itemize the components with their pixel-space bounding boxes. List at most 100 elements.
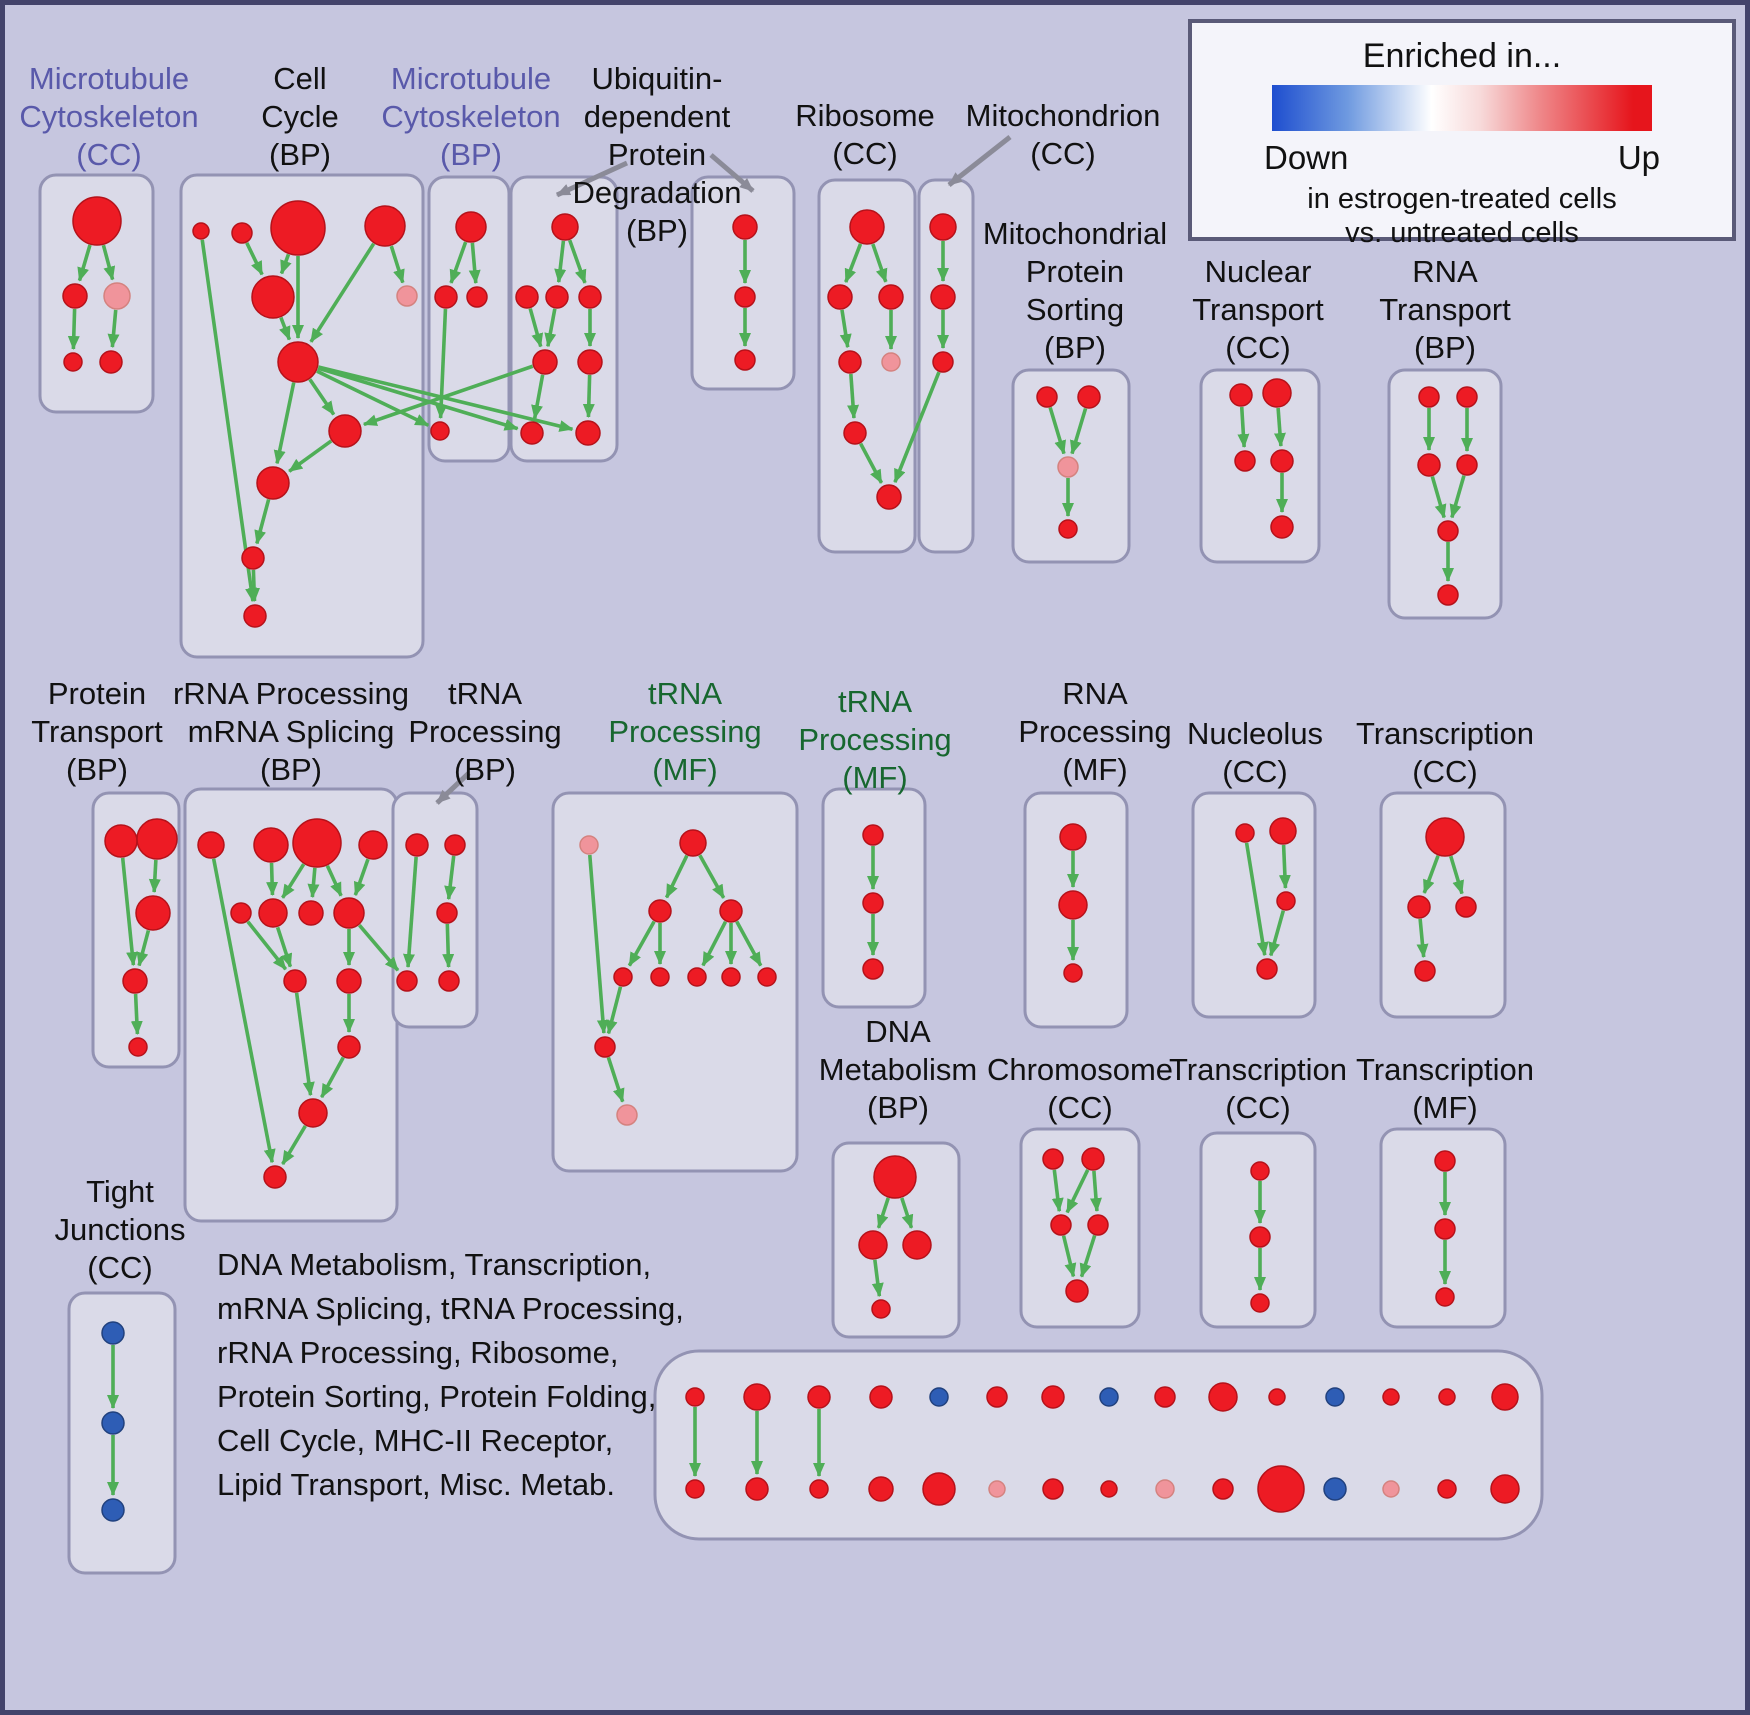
- go-node-tj1: [101, 1321, 125, 1345]
- edge-arrow: [1449, 855, 1464, 895]
- edge-arrow: [449, 241, 468, 284]
- edge-arrow: [101, 244, 116, 281]
- go-node-dm1: [873, 1155, 917, 1199]
- go-node-nt5: [1270, 515, 1294, 539]
- go-node-rp3: [1063, 963, 1083, 983]
- go-node-rt5: [1437, 520, 1459, 542]
- go-node-tb1: [405, 833, 429, 857]
- go-node-b15t: [1491, 1383, 1519, 1411]
- group-box-microtubule-cc: [38, 173, 155, 414]
- go-node-cc4: [364, 205, 406, 247]
- legend-subtitle-line2: vs. untreated cells: [1345, 217, 1579, 249]
- go-node-rr11: [337, 1035, 361, 1059]
- go-node-t32: [1249, 1226, 1271, 1248]
- go-node-ch1: [1042, 1148, 1064, 1170]
- go-node-b8t: [1099, 1387, 1119, 1407]
- edge-arrow: [876, 1197, 890, 1229]
- legend-end-labels: Down Up: [1264, 139, 1660, 177]
- go-node-t42: [1434, 1218, 1456, 1240]
- go-node-b4b: [868, 1476, 894, 1502]
- go-node-b14b: [1437, 1479, 1457, 1499]
- go-node-tc2: [1407, 895, 1431, 919]
- edge-arrow: [1268, 910, 1286, 957]
- go-node-ub3: [545, 285, 569, 309]
- go-node-b1t: [685, 1387, 705, 1407]
- go-node-b7b: [1042, 1478, 1064, 1500]
- go-node-rt2: [1456, 386, 1478, 408]
- edge-arrow: [627, 920, 656, 967]
- edge-arrow: [211, 858, 276, 1164]
- go-node-nt1: [1229, 383, 1253, 407]
- go-node-rr3: [292, 818, 342, 868]
- pointer-arrow: [555, 160, 629, 198]
- edge-arrow: [77, 244, 92, 282]
- edge-arrow: [1237, 406, 1250, 449]
- go-node-b12b: [1323, 1477, 1347, 1501]
- go-node-rb4: [838, 350, 862, 374]
- legend-gradient-bar: [1272, 85, 1652, 131]
- go-node-rb3: [878, 284, 904, 310]
- edge-arrow: [664, 854, 689, 899]
- go-node-mb1: [455, 211, 487, 243]
- edge-arrow: [254, 498, 271, 545]
- go-node-tm11: [616, 1104, 638, 1126]
- edge-arrow: [587, 854, 609, 1035]
- go-node-tm1: [579, 835, 599, 855]
- go-node-mt3: [932, 351, 954, 373]
- edge-arrow: [273, 382, 296, 465]
- go-node-ch3: [1050, 1214, 1072, 1236]
- pointer-arrow: [947, 135, 1012, 187]
- go-node-cc7: [277, 341, 319, 383]
- go-node-rp2: [1058, 890, 1088, 920]
- edge-arrow: [279, 316, 292, 341]
- go-node-b10t: [1208, 1382, 1238, 1412]
- edge-arrow: [1048, 407, 1066, 455]
- go-node-ub7: [520, 421, 544, 445]
- edge-arrow: [245, 242, 264, 276]
- go-node-ub4: [532, 349, 558, 375]
- edge-arrow: [279, 253, 292, 275]
- go-node-b4t: [869, 1385, 893, 1409]
- go-node-ub9: [732, 214, 758, 240]
- go-node-ub2: [515, 285, 539, 309]
- edge-arrow: [605, 986, 623, 1035]
- edge-arrow: [246, 920, 288, 971]
- edge-arrow: [531, 374, 545, 420]
- go-node-nt3: [1234, 450, 1256, 472]
- go-node-ps4: [1058, 519, 1078, 539]
- go-node-rr12: [298, 1098, 328, 1128]
- go-node-rr6: [258, 898, 288, 928]
- edge-arrow: [444, 855, 457, 901]
- go-node-dm2: [858, 1230, 888, 1260]
- edge-arrow: [698, 854, 726, 899]
- group-box-dna-metabolism: [831, 1141, 961, 1339]
- go-node-ub5: [578, 285, 602, 309]
- edge-arrow: [1449, 475, 1466, 519]
- go-node-b12t: [1325, 1387, 1345, 1407]
- group-box-chromosome-cc: [1019, 1127, 1141, 1329]
- go-node-cc10: [241, 546, 265, 570]
- edge-arrow: [353, 858, 370, 897]
- edge-arrow: [871, 1259, 884, 1298]
- edge-arrow: [358, 924, 400, 972]
- edge-arrow: [325, 864, 343, 897]
- go-node-ps3: [1057, 456, 1079, 478]
- go-node-t41: [1434, 1150, 1456, 1172]
- go-node-nt4: [1270, 449, 1294, 473]
- edge-arrow: [148, 859, 161, 894]
- edge-arrow: [67, 308, 80, 351]
- go-node-ub11: [734, 349, 756, 371]
- edge-arrow: [1278, 844, 1291, 890]
- edge-arrow: [442, 923, 455, 969]
- edge-arrow: [435, 308, 448, 420]
- go-node-rb2: [827, 284, 853, 310]
- edge-arrow: [468, 242, 481, 285]
- group-box-nuclear-transport: [1199, 368, 1321, 564]
- go-node-rb7: [876, 484, 902, 510]
- go-node-mt1: [929, 213, 957, 241]
- go-node-tj3: [101, 1498, 125, 1522]
- edge-arrow: [281, 863, 306, 899]
- edge-arrow: [1422, 855, 1440, 894]
- go-node-rr8: [333, 897, 365, 929]
- edge-arrow: [847, 373, 860, 420]
